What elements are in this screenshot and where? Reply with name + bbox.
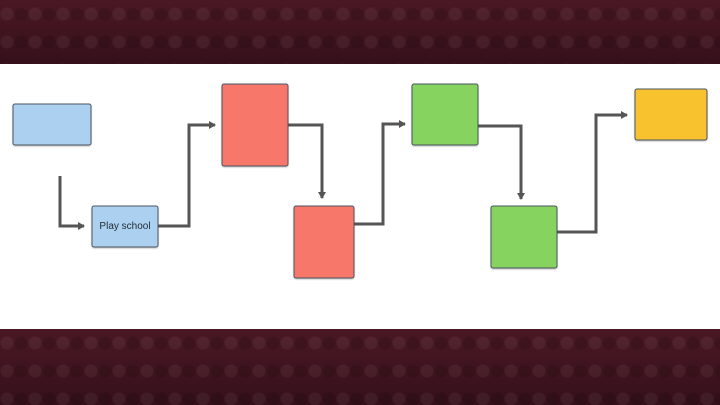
diagram-canvas — [0, 64, 720, 329]
flow-node-step-5 — [411, 83, 479, 146]
flow-node-step-6 — [490, 205, 558, 269]
bottom-decorative-band — [0, 329, 720, 405]
flow-node-play-school-label: Play school — [99, 221, 150, 232]
flow-node-step-3 — [221, 83, 289, 167]
connector-play-school-to-step-3 — [158, 121, 216, 228]
flow-node-play-school — [91, 205, 159, 248]
flow-node-goal — [634, 88, 708, 141]
connector-step-6-to-goal — [557, 111, 628, 234]
flow-node-step-4 — [293, 205, 355, 279]
connector-step-5-to-step-6 — [478, 124, 525, 200]
connector-start-to-play-school — [58, 176, 85, 230]
connector-step-4-to-step-5 — [354, 120, 406, 226]
flow-node-start — [12, 103, 92, 146]
connector-step-3-to-step-4 — [288, 123, 326, 199]
top-decorative-band — [0, 0, 720, 64]
